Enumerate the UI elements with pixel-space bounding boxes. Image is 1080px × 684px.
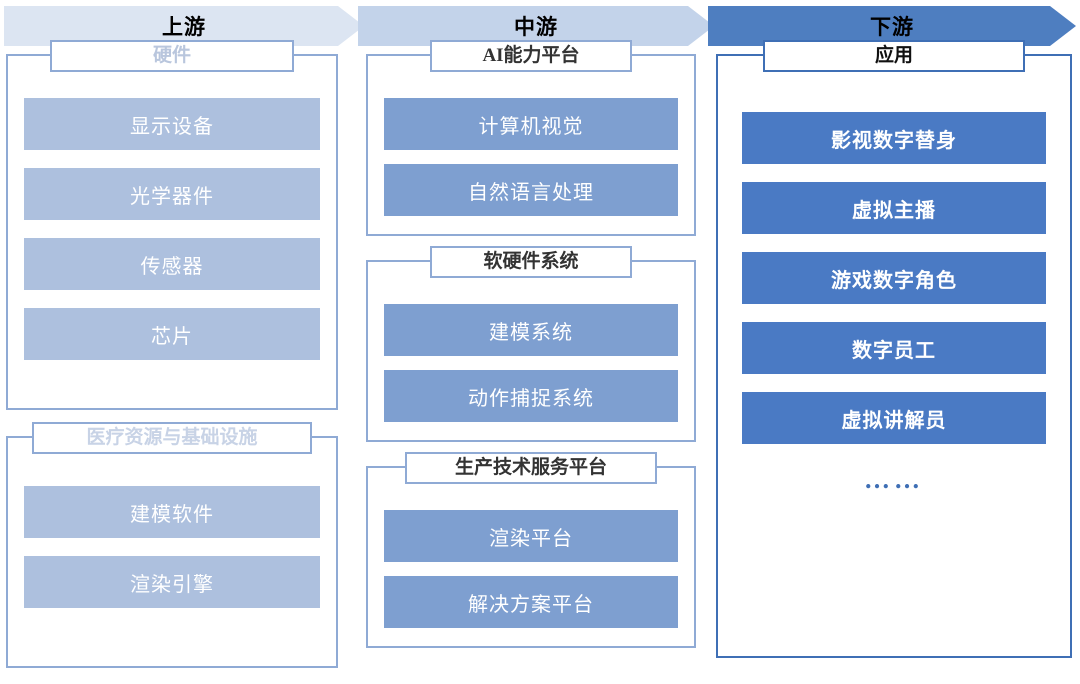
item-virtual-anchor[interactable]: 虚拟主播: [742, 182, 1046, 234]
group-hardware: 硬件 显示设备 光学器件 传感器 芯片: [6, 40, 338, 410]
item-solution-platform[interactable]: 解决方案平台: [384, 576, 678, 628]
item-motion-capture-system[interactable]: 动作捕捉系统: [384, 370, 678, 422]
item-optical-components[interactable]: 光学器件: [24, 168, 320, 220]
banner-upstream: 上游: [4, 6, 364, 46]
item-game-digital-character[interactable]: 游戏数字角色: [742, 252, 1046, 304]
group-hardware-title: 硬件: [50, 40, 294, 72]
item-more-ellipsis: ……: [864, 465, 924, 494]
item-sensor[interactable]: 传感器: [24, 238, 320, 290]
group-production-service-platform-title: 生产技术服务平台: [405, 452, 657, 484]
group-applications-title: 应用: [763, 40, 1025, 72]
column-upstream: 硬件 显示设备 光学器件 传感器 芯片 医疗资源与基础设施 建模软件 渲染引擎: [6, 40, 338, 684]
group-production-service-platform: 生产技术服务平台 渲染平台 解决方案平台: [366, 452, 696, 648]
item-digital-employee[interactable]: 数字员工: [742, 322, 1046, 374]
item-render-engine[interactable]: 渲染引擎: [24, 556, 320, 608]
group-applications: 应用 影视数字替身 虚拟主播 游戏数字角色 数字员工 虚拟讲解员 ……: [716, 40, 1072, 658]
column-downstream: 应用 影视数字替身 虚拟主播 游戏数字角色 数字员工 虚拟讲解员 ……: [716, 40, 1072, 674]
item-virtual-presenter[interactable]: 虚拟讲解员: [742, 392, 1046, 444]
item-render-platform[interactable]: 渲染平台: [384, 510, 678, 562]
item-display-device[interactable]: 显示设备: [24, 98, 320, 150]
item-film-digital-double[interactable]: 影视数字替身: [742, 112, 1046, 164]
group-soft-hardware-system: 软硬件系统 建模系统 动作捕捉系统: [366, 246, 696, 442]
stage-banner-row: 上游 中游 下游: [0, 6, 1080, 46]
banner-downstream: 下游: [708, 6, 1076, 46]
group-medical-resources-title: 医疗资源与基础设施: [32, 422, 312, 454]
item-modeling-software[interactable]: 建模软件: [24, 486, 320, 538]
group-ai-platform-title: AI能力平台: [430, 40, 632, 72]
item-nlp[interactable]: 自然语言处理: [384, 164, 678, 216]
item-computer-vision[interactable]: 计算机视觉: [384, 98, 678, 150]
banner-midstream: 中游: [358, 6, 714, 46]
group-soft-hardware-system-title: 软硬件系统: [430, 246, 632, 278]
group-medical-resources: 医疗资源与基础设施 建模软件 渲染引擎: [6, 422, 338, 668]
item-chip[interactable]: 芯片: [24, 308, 320, 360]
group-ai-platform: AI能力平台 计算机视觉 自然语言处理: [366, 40, 696, 236]
column-midstream: AI能力平台 计算机视觉 自然语言处理 软硬件系统 建模系统 动作捕捉系统 生产…: [366, 40, 696, 664]
item-modeling-system[interactable]: 建模系统: [384, 304, 678, 356]
